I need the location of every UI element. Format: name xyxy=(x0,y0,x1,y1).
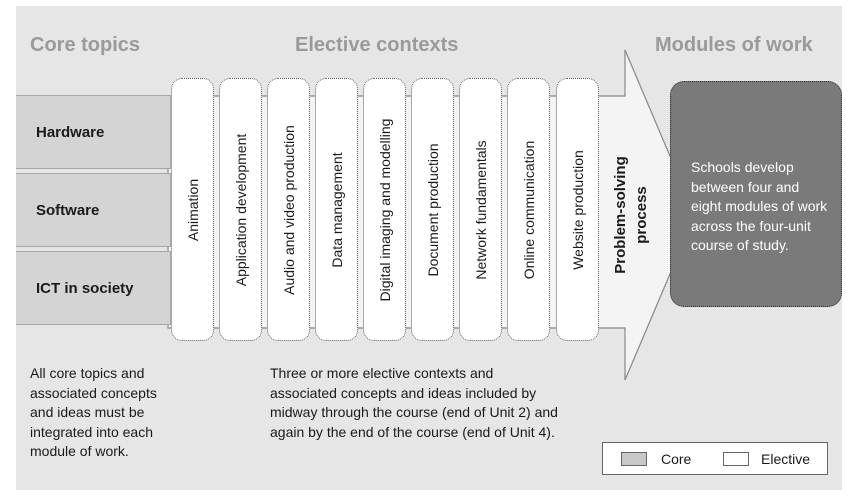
problem-solving-process-label: Problem-solving process xyxy=(610,156,652,274)
elective-animation: Animation xyxy=(171,78,214,341)
elective-label: Data management xyxy=(328,151,345,268)
elective-label: Document production xyxy=(424,142,441,277)
elective-document-production: Document production xyxy=(411,78,454,341)
elective-swatch xyxy=(723,452,749,466)
core-topics-heading: Core topics xyxy=(30,34,141,56)
elective-digital-imaging-modelling: Digital imaging and modelling xyxy=(363,78,406,341)
core-topic-software: Software xyxy=(16,173,171,247)
process-line-1: Problem-solving xyxy=(612,156,629,274)
legend: Core Elective xyxy=(602,442,828,475)
elective-online-communication: Online communication xyxy=(507,78,550,341)
modules-of-work-heading: Modules of work xyxy=(655,34,813,56)
legend-elective-label: Elective xyxy=(761,451,811,467)
elective-label: Application development xyxy=(232,133,249,286)
core-note: All core topics and associated concepts … xyxy=(30,365,157,459)
core-swatch xyxy=(621,452,647,466)
elective-data-management: Data management xyxy=(315,78,358,341)
elective-note: Three or more elective contexts and asso… xyxy=(270,365,558,440)
elective-label: Animation xyxy=(184,178,201,241)
elective-contexts-heading: Elective contexts xyxy=(295,34,459,56)
core-topic-hardware: Hardware xyxy=(16,95,171,169)
elective-audio-video-production: Audio and video production xyxy=(267,78,310,341)
elective-label: Digital imaging and modelling xyxy=(376,118,393,301)
elective-website-production: Website production xyxy=(556,78,599,341)
elective-application-development: Application development xyxy=(219,78,262,341)
legend-core-label: Core xyxy=(661,451,692,467)
elective-label: Online communication xyxy=(520,140,537,279)
modules-box xyxy=(670,81,842,307)
elective-label: Audio and video production xyxy=(280,124,297,295)
elective-label: Network fundamentals xyxy=(472,139,489,280)
core-topic-ict-in-society: ICT in society xyxy=(16,251,171,325)
process-line-2: process xyxy=(633,186,650,244)
elective-label: Website production xyxy=(569,149,586,270)
elective-network-fundamentals: Network fundamentals xyxy=(459,78,502,341)
modules-description: Schools develop between four and eight m… xyxy=(691,159,828,253)
